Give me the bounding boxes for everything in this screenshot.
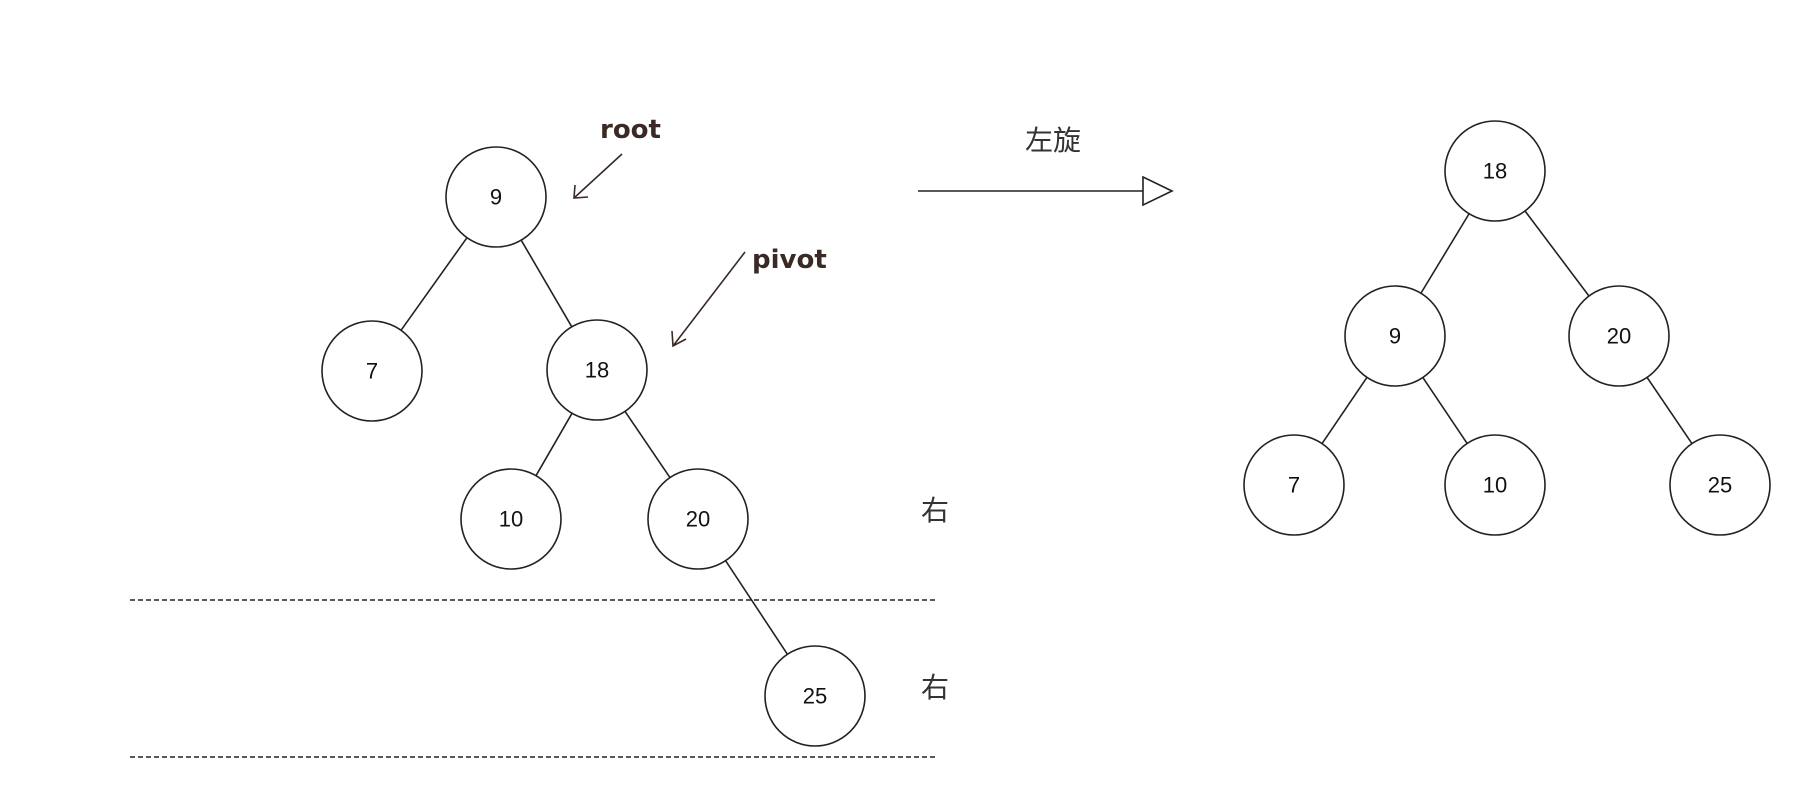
node-circle [1243, 434, 1345, 536]
before-edge [724, 560, 789, 655]
rotation-label: 左旋 [1025, 124, 1081, 157]
node-label: 18 [585, 358, 609, 383]
node-circle [1669, 434, 1771, 536]
node-circle [321, 320, 423, 422]
after-edge [1321, 376, 1368, 445]
after-edge [1524, 210, 1590, 297]
node-label: 7 [366, 359, 378, 384]
after-edge [1420, 213, 1470, 294]
after-tree-edges [1321, 210, 1693, 445]
node-label: 25 [803, 684, 827, 709]
level-label-right-2: 右 [921, 671, 949, 704]
before-tree: 9 7 18 10 20 25 [321, 146, 866, 747]
root-pointer-arrow [573, 153, 623, 199]
before-node-9: 9 [445, 146, 547, 248]
root-annotation: root [600, 115, 661, 145]
before-edge [624, 410, 671, 479]
node-label: 9 [1389, 324, 1401, 349]
pivot-annotation: pivot [752, 245, 827, 275]
node-label: 20 [686, 507, 710, 532]
node-circle [1444, 120, 1546, 222]
after-node-9: 9 [1344, 285, 1446, 387]
after-node-20: 20 [1568, 285, 1670, 387]
before-node-20: 20 [647, 468, 749, 570]
node-label: 20 [1607, 324, 1631, 349]
node-label: 10 [499, 507, 523, 532]
before-edge [535, 412, 573, 477]
after-edge [1422, 377, 1468, 444]
node-circle [1344, 285, 1446, 387]
node-label: 9 [490, 185, 502, 210]
node-circle [1444, 434, 1546, 536]
node-circle [445, 146, 547, 248]
pivot-pointer-arrow [671, 251, 746, 348]
before-edge [400, 237, 468, 331]
after-node-10: 10 [1444, 434, 1546, 536]
node-label: 25 [1708, 473, 1732, 498]
after-node-18: 18 [1444, 120, 1546, 222]
node-circle [460, 468, 562, 570]
node-label: 10 [1483, 473, 1507, 498]
before-edge [520, 239, 573, 328]
after-tree: 18 9 20 7 10 25 [1243, 120, 1771, 536]
after-node-7: 7 [1243, 434, 1345, 536]
before-node-10: 10 [460, 468, 562, 570]
node-label: 7 [1288, 473, 1300, 498]
level-label-right-1: 右 [921, 494, 949, 527]
node-circle [1568, 285, 1670, 387]
after-node-25: 25 [1669, 434, 1771, 536]
rotation-arrow [918, 175, 1174, 207]
before-node-18: 18 [546, 319, 648, 421]
node-circle [764, 645, 866, 747]
node-circle [647, 468, 749, 570]
before-node-7: 7 [321, 320, 423, 422]
before-node-25: 25 [764, 645, 866, 747]
node-circle [546, 319, 648, 421]
after-edge [1646, 376, 1693, 445]
before-tree-edges [400, 237, 789, 655]
node-label: 18 [1483, 159, 1507, 184]
